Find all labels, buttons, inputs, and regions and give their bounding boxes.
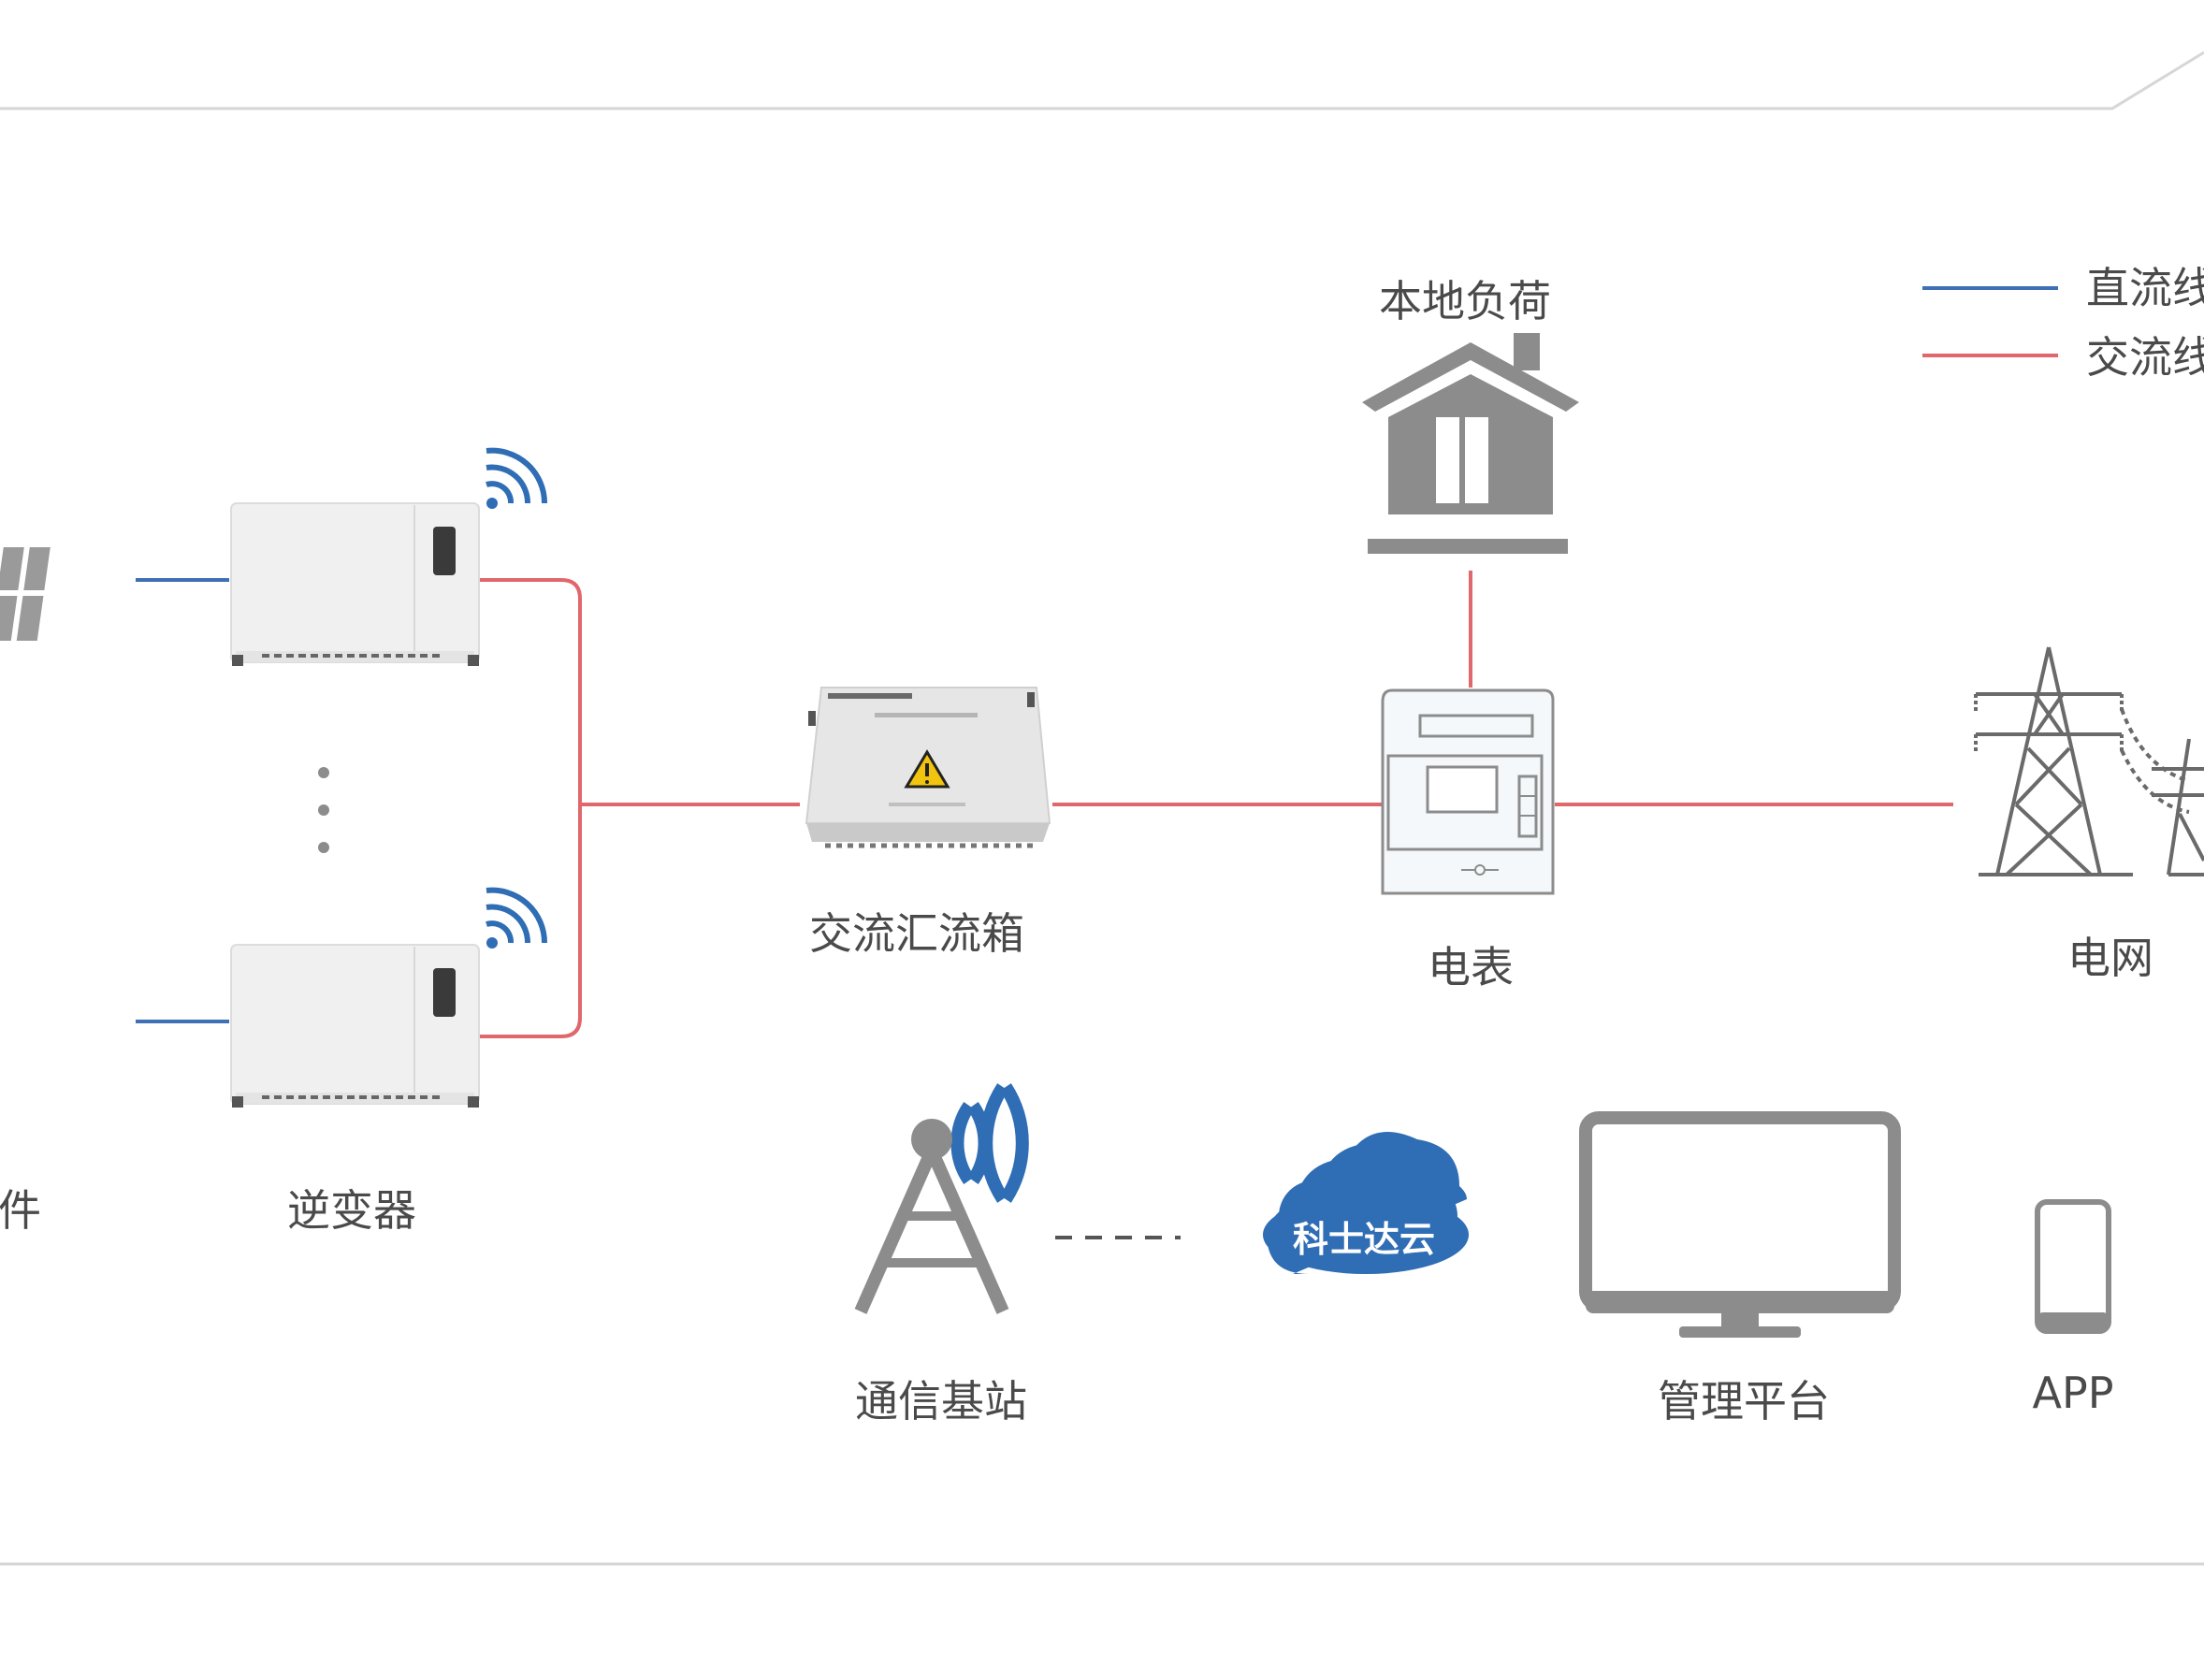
wifi-icon bbox=[486, 447, 548, 509]
base-station-label: 通信基站 bbox=[855, 1376, 1027, 1427]
pv-module-top bbox=[0, 547, 51, 641]
monitor-icon bbox=[1579, 1111, 1901, 1338]
ellipsis-icon bbox=[318, 767, 329, 853]
phone-icon bbox=[2035, 1199, 2111, 1334]
cloud-label: 科士达云 bbox=[1293, 1219, 1435, 1260]
ac-wire-inverter-bottom bbox=[480, 804, 582, 1038]
transmission-tower-icon bbox=[1974, 646, 2204, 876]
legend-ac-label: 交流线 bbox=[2086, 332, 2204, 383]
inverter-bottom bbox=[230, 944, 480, 1108]
wifi-icon bbox=[486, 887, 548, 949]
meter-icon bbox=[1381, 688, 1555, 895]
ac-combiner-box bbox=[805, 687, 1051, 848]
inverter-top bbox=[230, 502, 480, 666]
inverter-label: 逆变器 bbox=[287, 1185, 416, 1236]
frame-top-line bbox=[0, 51, 2204, 110]
ac-wire-inverter-top bbox=[480, 578, 582, 804]
meter-label: 电表 bbox=[1428, 942, 1514, 992]
app-label: APP bbox=[2032, 1368, 2114, 1418]
base-station-icon bbox=[854, 1083, 1029, 1314]
ac-combiner-label: 交流汇流箱 bbox=[809, 908, 1024, 959]
local-load-label: 本地负荷 bbox=[1379, 276, 1551, 326]
platform-label: 管理平台 bbox=[1658, 1376, 1830, 1427]
house-icon bbox=[1362, 333, 1579, 554]
frame bbox=[0, 51, 2204, 1566]
cloud-icon: 科士达云 bbox=[1263, 1131, 1469, 1274]
legend-dc-label: 直流线 bbox=[2086, 263, 2204, 313]
pv-module-label: 组件 bbox=[0, 1185, 41, 1236]
grid-label: 电网 bbox=[2067, 933, 2153, 983]
